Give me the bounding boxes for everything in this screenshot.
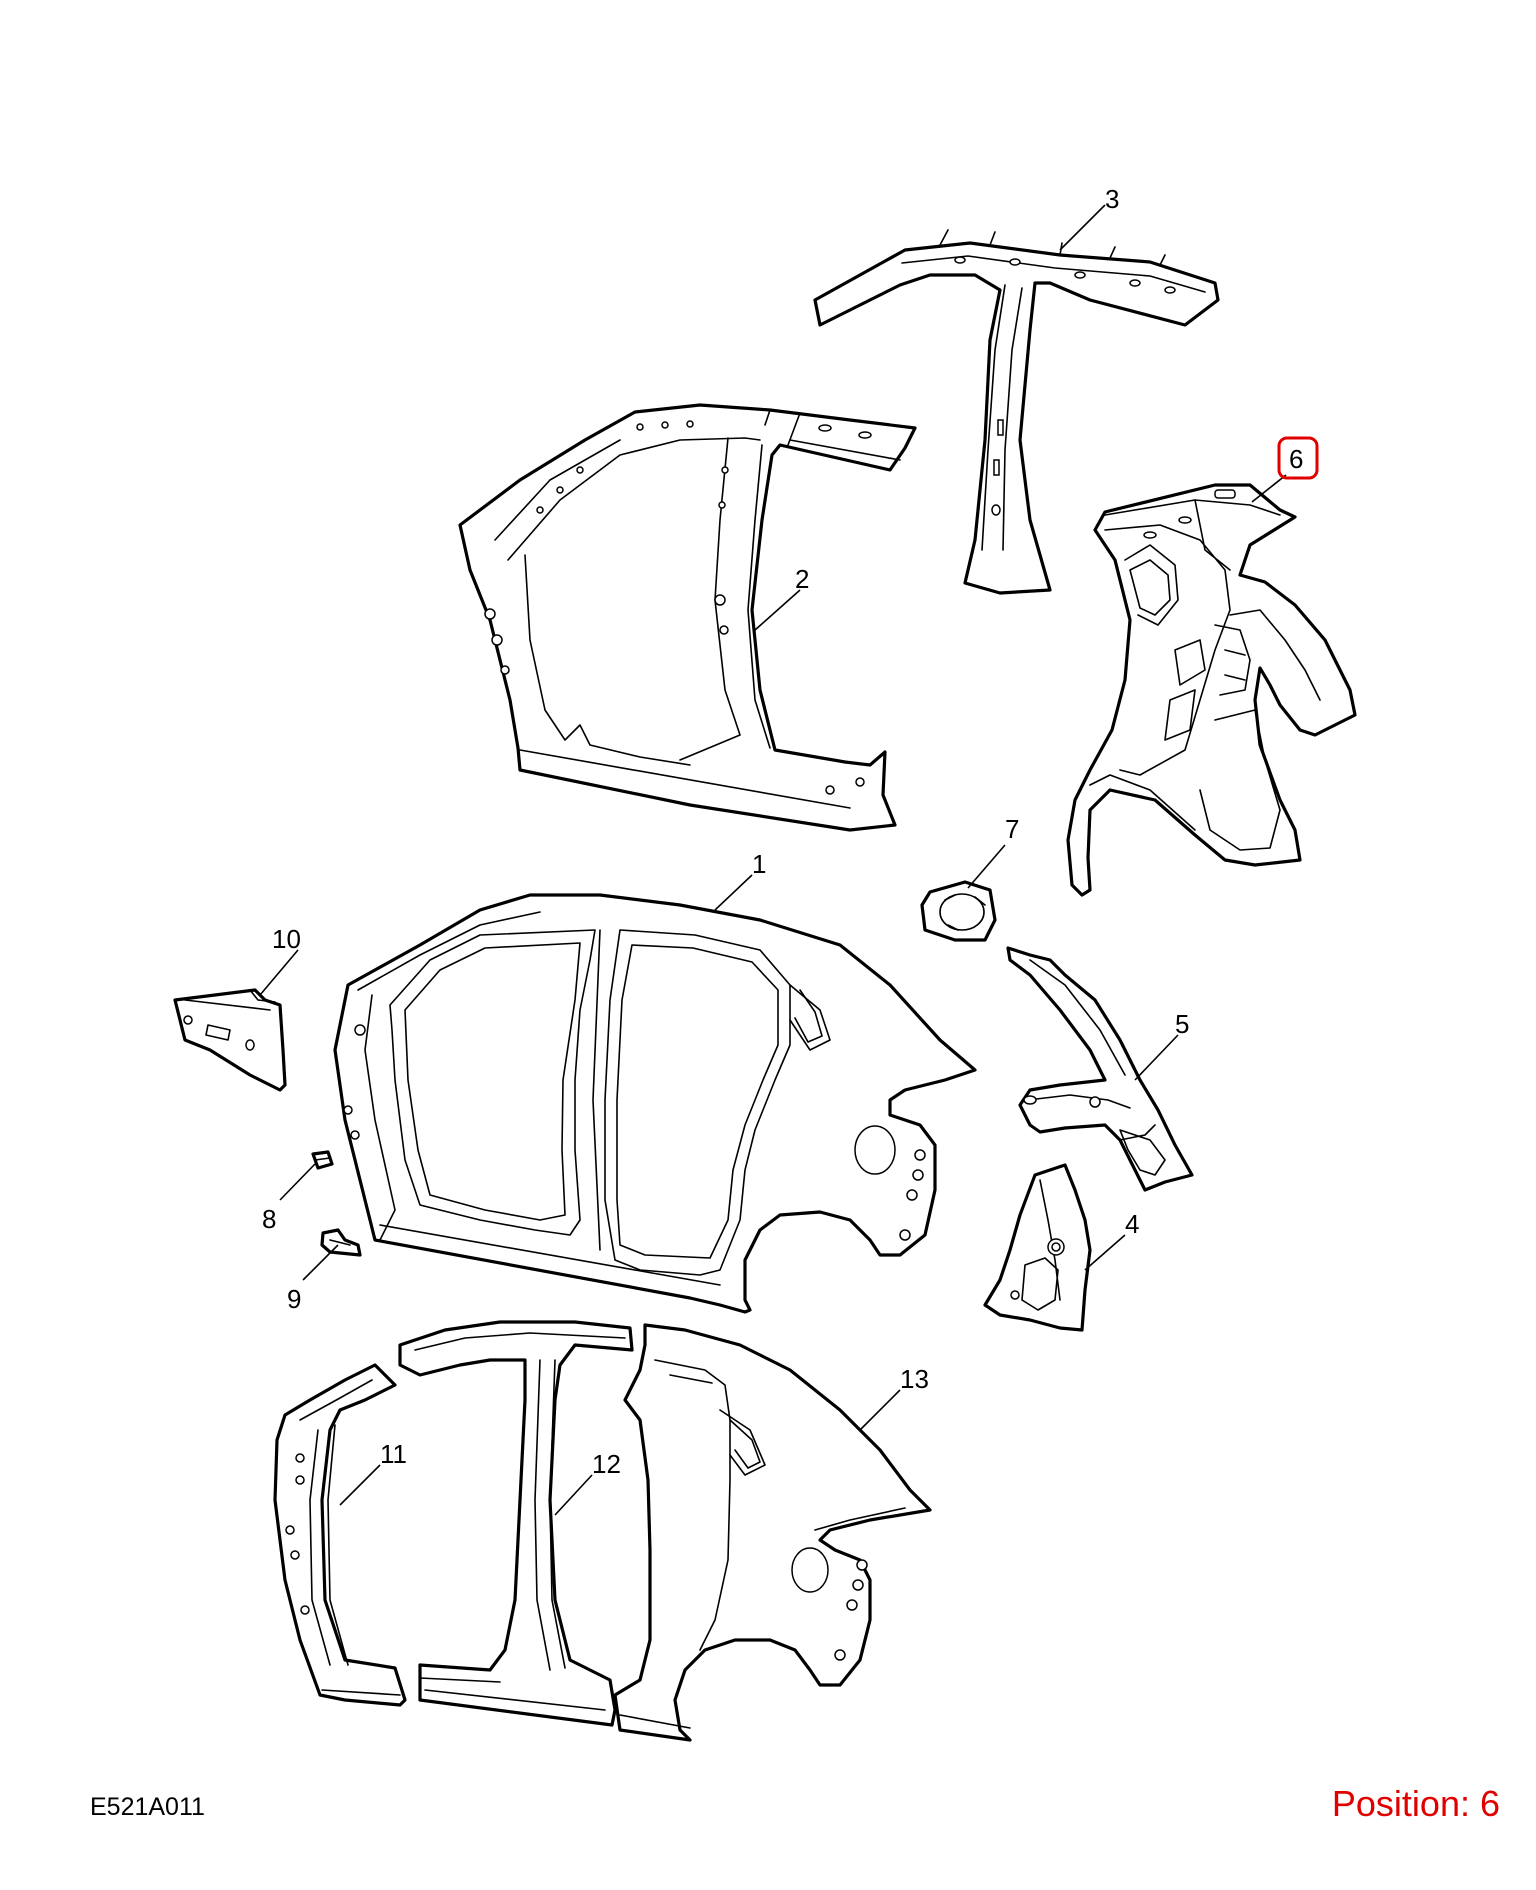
part-11-front-door-opening-section[interactable] xyxy=(273,1363,407,1707)
callout-9[interactable]: 9 xyxy=(287,1284,301,1314)
position-label: Position: 6 xyxy=(1331,1783,1500,1824)
leader-2 xyxy=(754,589,801,631)
callout-6[interactable]: 6 xyxy=(1289,444,1303,474)
part-12-b-pillar-section[interactable] xyxy=(398,1320,634,1727)
leader-lines xyxy=(259,204,1287,1516)
leader-6 xyxy=(1251,474,1287,503)
leader-8 xyxy=(279,1163,316,1201)
part-8-clip[interactable] xyxy=(311,1150,334,1170)
part-1-outer-body-side[interactable] xyxy=(333,893,977,1314)
leader-12 xyxy=(554,1474,593,1516)
part-10-front-bracket[interactable] xyxy=(173,988,287,1092)
part-13-rear-quarter-section[interactable] xyxy=(613,1323,932,1742)
part-3-roof-rail-reinforcement[interactable] xyxy=(813,229,1220,595)
part-9-small-bracket[interactable] xyxy=(320,1228,362,1257)
leader-11 xyxy=(339,1464,381,1506)
callout-10[interactable]: 10 xyxy=(272,924,301,954)
leader-13 xyxy=(859,1389,901,1431)
leader-5 xyxy=(1134,1034,1179,1081)
part-6-rear-inner-quarter-panel[interactable] xyxy=(1066,483,1357,897)
callout-8[interactable]: 8 xyxy=(262,1204,276,1234)
callout-3[interactable]: 3 xyxy=(1105,184,1119,214)
leader-10 xyxy=(259,949,299,996)
leader-1 xyxy=(714,874,753,911)
part-4-rear-lower-bracket[interactable] xyxy=(983,1163,1092,1332)
selected-callout-highlight xyxy=(1277,436,1319,480)
leader-7 xyxy=(967,844,1006,889)
callout-12[interactable]: 12 xyxy=(592,1449,621,1479)
callout-2[interactable]: 2 xyxy=(795,564,809,594)
callout-11[interactable]: 11 xyxy=(380,1439,407,1469)
callout-5[interactable]: 5 xyxy=(1175,1009,1189,1039)
callout-labels: 3 6 2 7 1 10 5 8 4 9 13 11 12 xyxy=(262,184,1303,1479)
part-7-fuel-filler-housing[interactable] xyxy=(920,880,997,942)
leader-9 xyxy=(302,1244,339,1281)
part-2-inner-side-frame[interactable] xyxy=(458,403,917,832)
callout-13[interactable]: 13 xyxy=(900,1364,929,1394)
callout-1[interactable]: 1 xyxy=(752,849,766,879)
drawing-code: E521A011 xyxy=(90,1793,205,1821)
leader-3 xyxy=(1059,204,1106,251)
part-5-quarter-reinforcement[interactable] xyxy=(1006,946,1194,1192)
callout-7[interactable]: 7 xyxy=(1005,814,1019,844)
callout-4[interactable]: 4 xyxy=(1125,1209,1139,1239)
leader-4 xyxy=(1084,1234,1126,1271)
